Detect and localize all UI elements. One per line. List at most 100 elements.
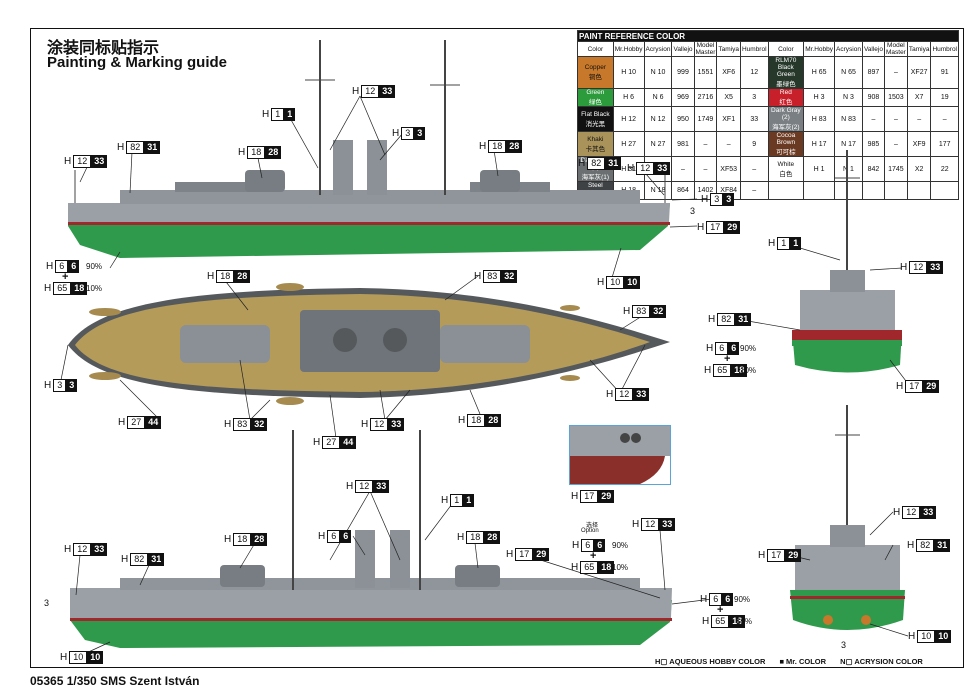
- callout-mr-code: 44: [340, 436, 357, 449]
- callout-mr-code: 10: [624, 276, 641, 289]
- callout-mr-code: 32: [501, 270, 518, 283]
- callout-mr-code: 10: [935, 630, 952, 643]
- callout-mr-code: 18: [729, 615, 746, 628]
- paint-sub: 墨绿色: [776, 81, 796, 88]
- plus-icon: +: [717, 604, 724, 616]
- callout-mr-code: 33: [659, 518, 676, 531]
- paint-code-value: –: [883, 56, 908, 89]
- callout-prefix: H: [900, 262, 908, 273]
- callout-aqueous-code: 17: [580, 490, 599, 503]
- callout-mr-code: 28: [251, 533, 268, 546]
- callout-mr-code: 3: [414, 127, 426, 140]
- paint-code-n: N 12: [643, 106, 673, 132]
- paint-code-value: XF6: [716, 56, 741, 89]
- option-en: Option: [581, 528, 599, 534]
- paint-name: Cocoa Brown: [776, 132, 796, 146]
- paint-code-value: [883, 181, 908, 200]
- callout-mr-code: 28: [234, 270, 251, 283]
- ratio-label: 90%: [612, 541, 629, 550]
- side-view-top: [68, 40, 670, 258]
- callout-aqueous-code: 82: [587, 157, 606, 170]
- paint-sub: 卡其色: [585, 145, 606, 153]
- paint-code-value: –: [861, 106, 885, 132]
- callout-mr-code: 1: [790, 237, 802, 250]
- callout-aqueous-code: 6: [715, 342, 729, 355]
- callout-aqueous-code: 6: [581, 539, 595, 552]
- callout-prefix: H: [627, 163, 635, 174]
- callout-mr-code: 31: [144, 141, 161, 154]
- paint-swatch: Khaki 卡其色: [577, 131, 614, 157]
- paint-code-value: –: [739, 181, 769, 200]
- paint-name: Steel: [587, 182, 603, 189]
- callout-mr-code: 18: [598, 561, 615, 574]
- callout-mr-code: 33: [654, 162, 671, 175]
- callout-aqueous-code: 1: [271, 108, 285, 121]
- callout-aqueous-code: 82: [916, 539, 935, 552]
- callout-prefix: H: [224, 419, 232, 430]
- callout-aqueous-code: 1: [450, 494, 464, 507]
- callout-aqueous-code: 12: [73, 543, 92, 556]
- bow-detail-inset: [569, 425, 671, 485]
- callout-prefix: H: [706, 343, 714, 354]
- callout-mr-code: 44: [145, 416, 162, 429]
- callout-prefix: H: [632, 519, 640, 530]
- callout-aqueous-code: 10: [606, 276, 625, 289]
- callout-mr-code: 33: [927, 261, 944, 274]
- callout-aqueous-code: 12: [361, 85, 380, 98]
- paint-code-value: 897: [861, 56, 885, 89]
- footer-caption: 05365 1/350 SMS Szent István: [30, 674, 200, 688]
- callout-prefix: H: [207, 271, 215, 282]
- callout-aqueous-code: 3: [53, 379, 67, 392]
- ratio-label: 10%: [736, 617, 753, 626]
- callout-mr-code: 31: [148, 553, 165, 566]
- callout-prefix: H: [352, 86, 360, 97]
- callout-aqueous-code: 82: [717, 313, 736, 326]
- paint-sub: 铜色: [588, 74, 602, 81]
- callout-aqueous-code: 65: [53, 282, 72, 295]
- paint-code-value: 864: [671, 181, 695, 200]
- callout-mr-code: 33: [388, 418, 405, 431]
- callout-aqueous-code: 82: [130, 553, 149, 566]
- callout-aqueous-code: 83: [233, 418, 252, 431]
- callout-mr-code: 18: [731, 364, 748, 377]
- paint-code-value: 33: [739, 106, 769, 132]
- paint-header-cell: Model Master: [883, 41, 908, 57]
- legend-mr-color: ■ Mr. COLOR: [779, 657, 827, 666]
- callout-prefix: H: [896, 381, 904, 392]
- paint-sub: 红色: [779, 99, 793, 106]
- callout-prefix: H: [313, 437, 321, 448]
- callout-prefix: H: [474, 271, 482, 282]
- title-english: Painting & Marking guide: [47, 54, 228, 71]
- paint-name: Flat Black: [581, 110, 610, 118]
- callout-mr-code: 31: [934, 539, 951, 552]
- callout-mr-code: 33: [633, 388, 650, 401]
- paint-sub: 海军灰(2): [772, 124, 800, 131]
- callout-prefix: H: [700, 594, 708, 605]
- paint-code-value: 22: [930, 156, 959, 182]
- callout-prefix: H: [708, 314, 716, 325]
- paint-name: Khaki: [587, 135, 604, 143]
- callout-prefix: H: [571, 562, 579, 573]
- callout-aqueous-code: 12: [636, 162, 655, 175]
- callout-prefix: H: [479, 141, 487, 152]
